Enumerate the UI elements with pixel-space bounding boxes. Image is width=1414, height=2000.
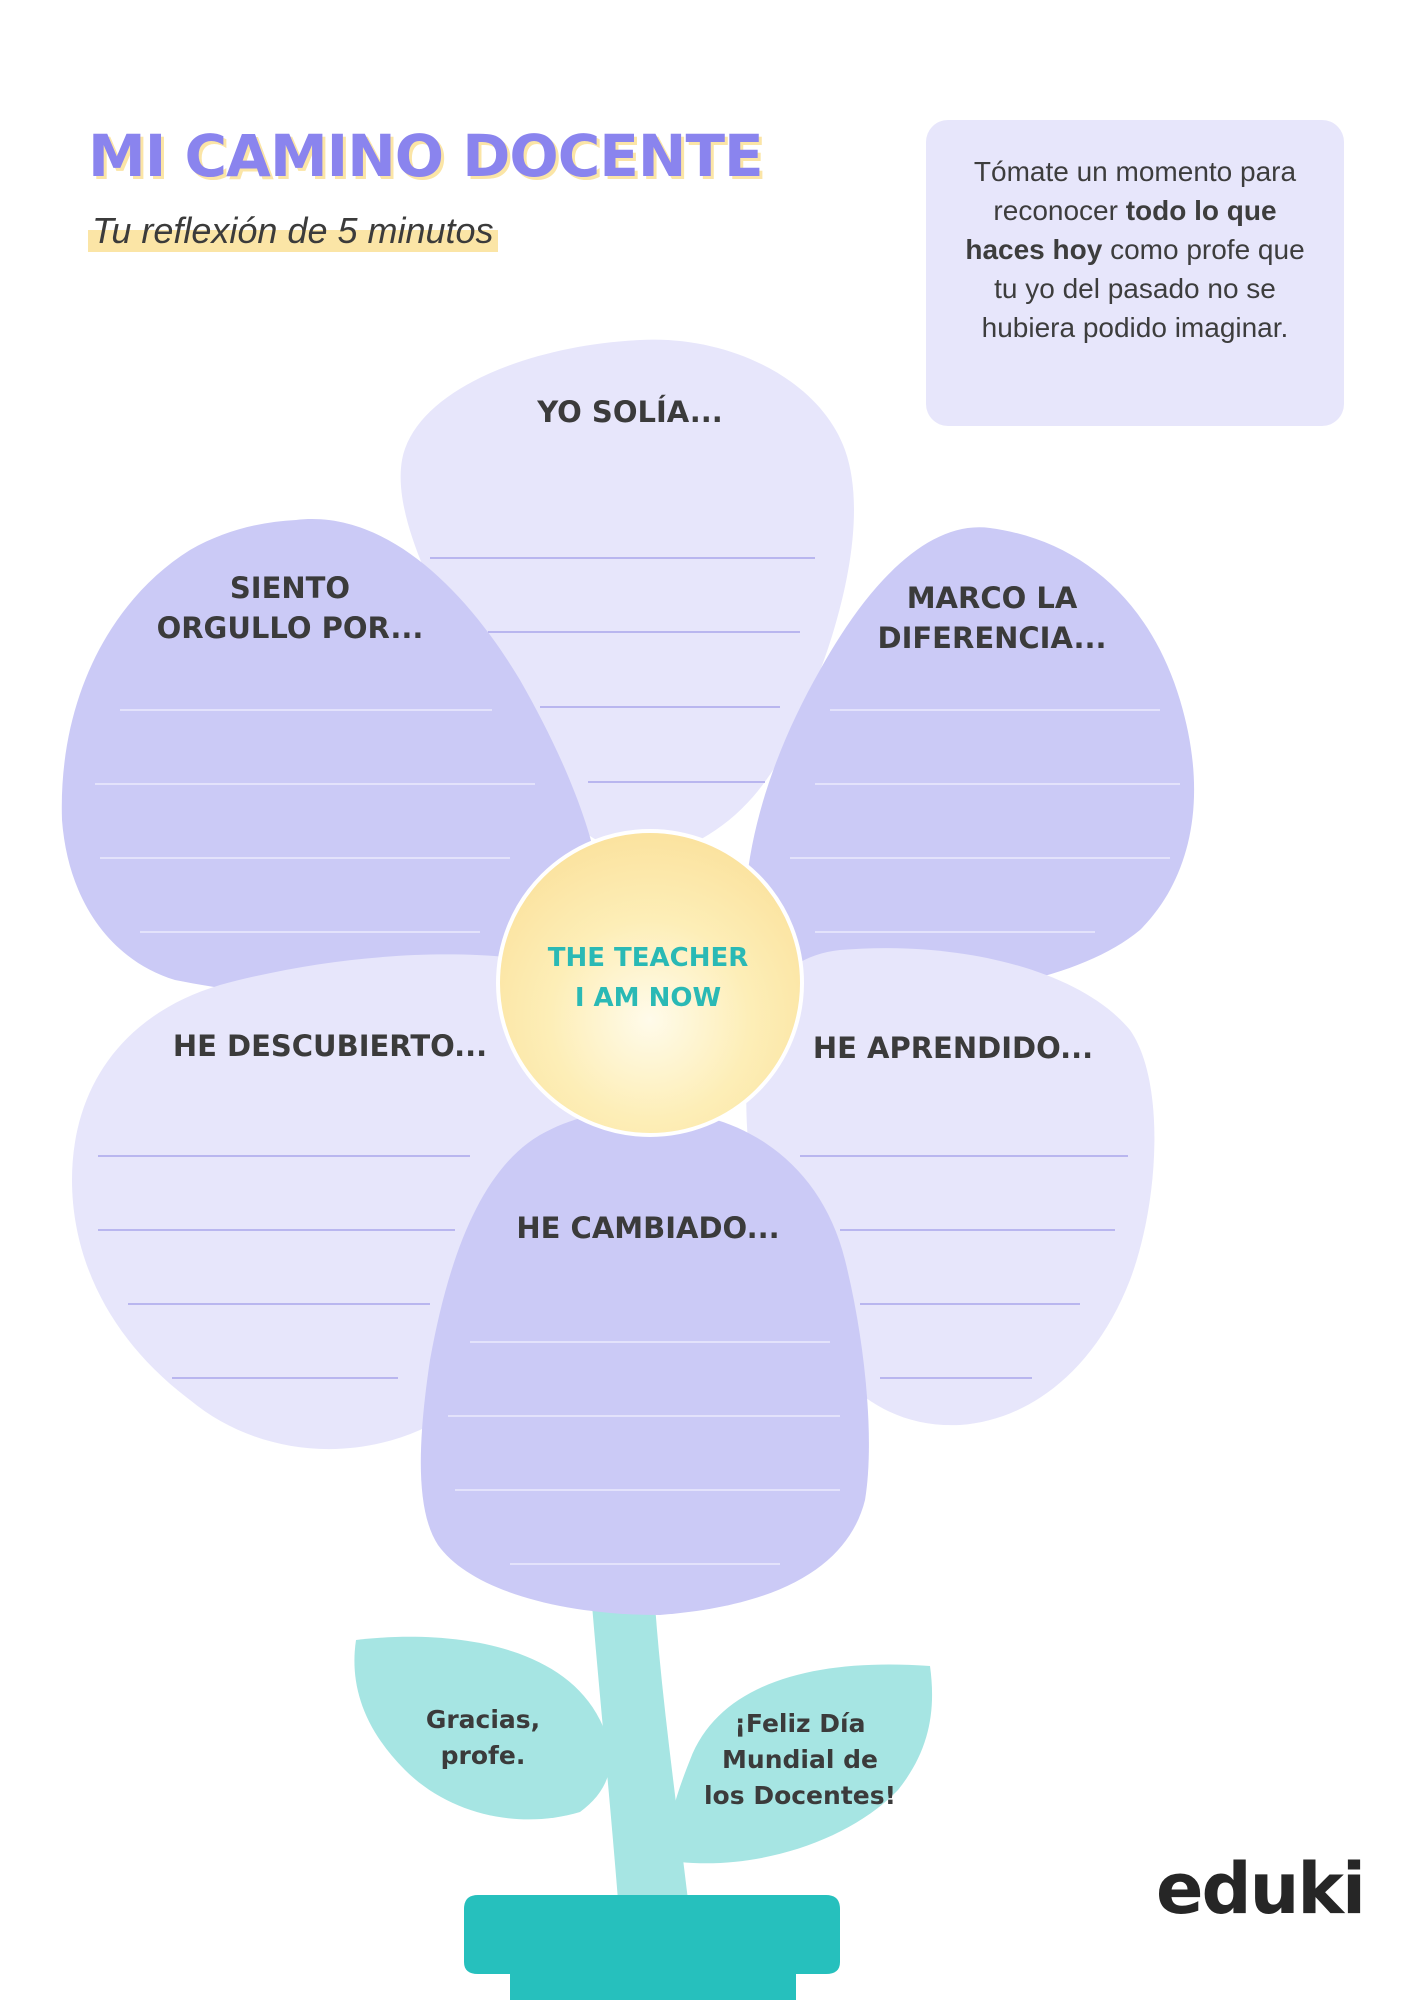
petal-label-lower-left: HE DESCUBIERTO... <box>173 1026 487 1066</box>
center-label: THE TEACHER I AM NOW <box>548 938 749 1018</box>
petal-label-upper-right: MARCO LA DIFERENCIA... <box>878 578 1107 658</box>
petal-label-bottom: HE CAMBIADO... <box>516 1208 779 1248</box>
note-text-bold: todo lo que haces hoy <box>965 195 1277 265</box>
center-line-1: THE TEACHER <box>547 943 749 973</box>
label-he-aprendido: HE APRENDIDO... <box>812 1031 1094 1065</box>
right-leaf <box>669 1664 933 1864</box>
right-leaf-line-2: Mundial de <box>722 1745 878 1774</box>
right-leaf-line-3: los Docentes! <box>703 1781 897 1810</box>
label-siento: SIENTO <box>229 571 351 605</box>
left-leaf-line-1: Gracias, <box>425 1705 541 1734</box>
label-he-cambiado: HE CAMBIADO... <box>516 1211 780 1245</box>
petal-bottom <box>420 1110 869 1615</box>
label-yo-solia: YO SOLÍA... <box>537 395 723 429</box>
petal-upper-right <box>745 527 1195 1000</box>
page-subtitle: Tu reflexión de 5 minutos <box>88 210 498 252</box>
eduki-logo: eduki <box>1156 1848 1366 1930</box>
label-diferencia: DIFERENCIA... <box>877 621 1107 655</box>
right-leaf-line-1: ¡Feliz Día <box>734 1709 866 1738</box>
petal-upper-left <box>61 519 600 1004</box>
note-text-end: como profe que tu yo del pasado no se hu… <box>981 234 1305 343</box>
label-marco-la: MARCO LA <box>906 581 1078 615</box>
left-leaf <box>354 1636 611 1820</box>
note-text-start: Tómate un momento para reconocer <box>973 156 1297 226</box>
petal-label-upper-left: SIENTO ORGULLO POR... <box>157 568 424 648</box>
center-line-2: I AM NOW <box>574 983 722 1013</box>
petal-label-top: YO SOLÍA... <box>537 392 723 432</box>
flower-pot <box>464 1895 840 2000</box>
flower-stem <box>592 1605 688 1900</box>
right-leaf-label: ¡Feliz Día Mundial de los Docentes! <box>704 1706 896 1814</box>
page-title: MI CAMINO DOCENTE <box>88 122 764 190</box>
instruction-note: Tómate un momento para reconocer todo lo… <box>926 120 1344 426</box>
petal-label-lower-right: HE APRENDIDO... <box>813 1028 1093 1068</box>
left-leaf-line-2: profe. <box>440 1741 526 1770</box>
writing-lines <box>95 557 1180 1565</box>
label-orgullo-por: ORGULLO POR... <box>156 611 424 645</box>
flower-center <box>496 829 804 1137</box>
left-leaf-label: Gracias, profe. <box>426 1702 540 1774</box>
label-he-descubierto: HE DESCUBIERTO... <box>172 1029 488 1063</box>
